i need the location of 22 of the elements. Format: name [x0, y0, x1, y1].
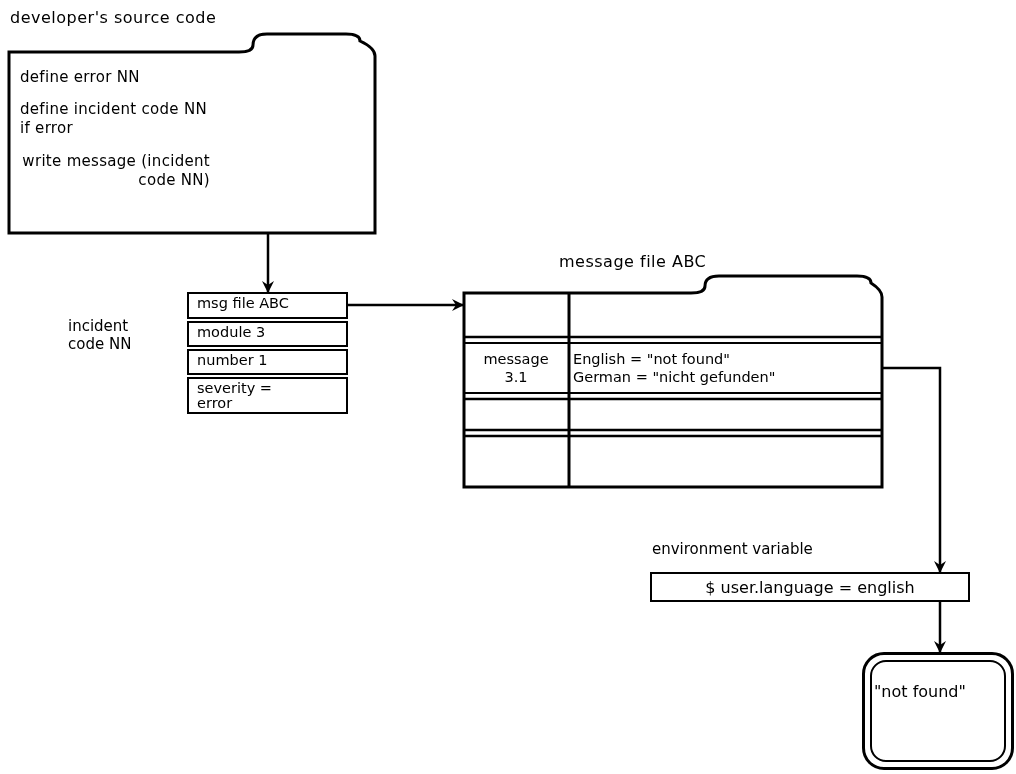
file-title: message file ABC	[559, 252, 707, 271]
arrow	[348, 299, 464, 311]
field-cell: module 3	[187, 321, 348, 347]
table-cell	[568, 342, 881, 394]
field-cell: msg file ABC	[187, 292, 348, 319]
field-cell: number 1	[187, 349, 348, 375]
display-text: "not found"	[873, 682, 967, 701]
side-caption: environment variable	[652, 540, 813, 558]
terminal-frame	[862, 652, 1014, 770]
field-cell: severity = error	[187, 377, 348, 414]
code-line: define incident code NN if error	[20, 100, 208, 138]
side-caption: incident code NN	[68, 317, 133, 353]
arrow	[934, 602, 946, 653]
code-line: write message (incident code NN)	[21, 152, 210, 190]
table-cell	[464, 342, 568, 394]
arrow	[262, 234, 274, 293]
code-line: define error NN	[20, 68, 141, 87]
variable-box: $ user.language = english	[650, 572, 970, 602]
folder-title: developer's source code	[10, 8, 217, 27]
table-text: message 3.1	[482, 350, 550, 386]
table-text: English = "not found" German = "nicht gefunden"	[573, 350, 777, 386]
arrow	[881, 366, 946, 573]
